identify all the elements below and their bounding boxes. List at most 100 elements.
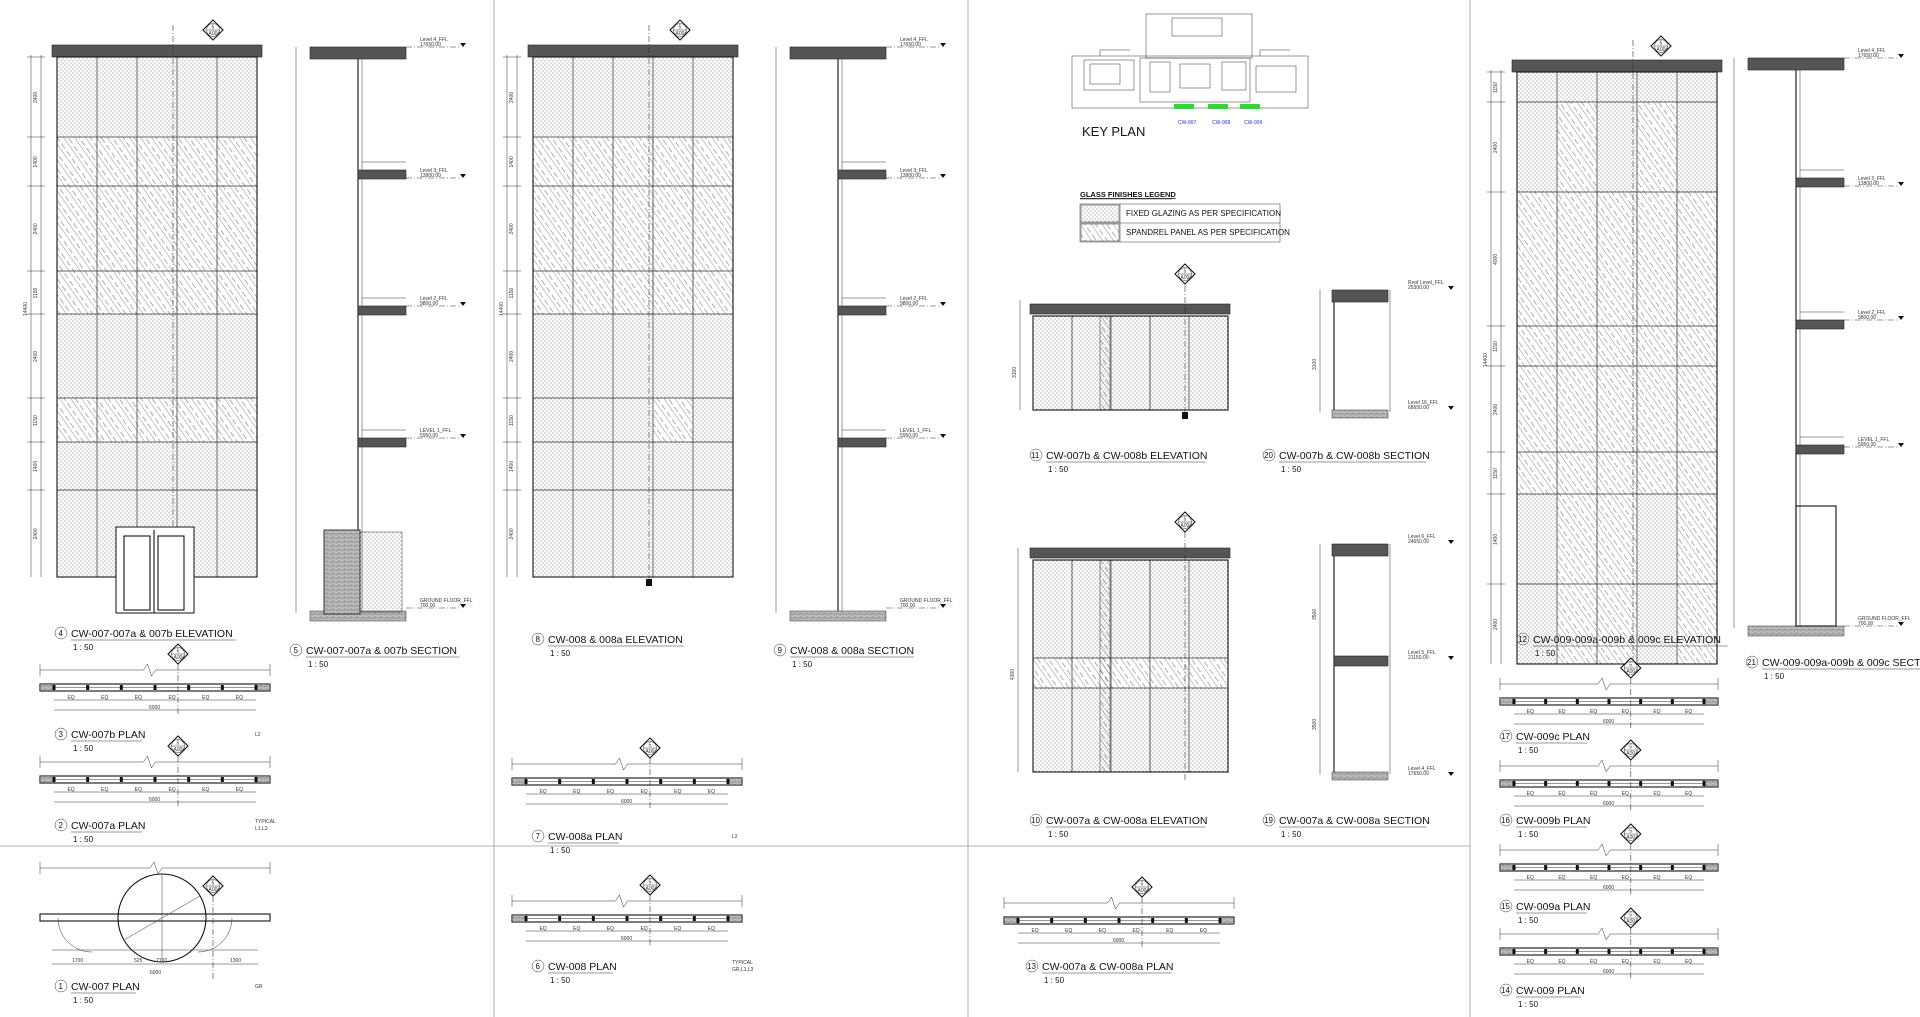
elevation-cw-009: 5A00411502400400011502400115014002400144… [1483,35,1723,673]
level-value: 17650.00 [900,42,921,48]
view-number: 5 [294,646,299,655]
level-value: 9800.00 [420,301,438,307]
plan-column [727,914,743,923]
spandrel-panel [1676,191,1718,327]
view-number: 2 [59,821,64,830]
plan-dim-total: 6000 [621,799,632,805]
glazing-panel [1676,71,1718,103]
callout-ref: 5 [649,743,652,749]
view-number-circle [1025,959,1039,973]
spandrel-panel [96,185,138,272]
level-marker [1898,622,1904,626]
spandrel-panel [1636,101,1678,193]
spandrel-panel [176,397,218,443]
glazing-panel [96,56,138,138]
plan-dim-text: EQ [1622,959,1629,965]
floor-slab [357,169,407,180]
level-marker [460,43,466,47]
level-name: LEVEL 1_FFL [420,428,451,434]
view-scale: 1 : 50 [550,846,571,855]
total-dimension: 14400 [499,302,505,316]
spandrel-panel [1556,325,1598,367]
glazing-panel [1636,493,1678,585]
dimension-text: 1400 [33,156,39,167]
plan-mullion [1670,949,1674,954]
glazing-panel [692,56,734,138]
spandrel-panel [692,136,734,187]
plan-mullion [1050,918,1054,923]
spandrel-panel [176,136,218,187]
glazing-panel [532,441,574,491]
spandrel-panel [56,185,98,272]
plan-dim-text: EQ [674,789,681,795]
plan-column [1703,947,1719,956]
level-name: Level 2_FFL [420,296,448,302]
glazing-panel [136,441,178,491]
view-title: CW-009a PLAN [1516,901,1591,913]
glazing-panel [96,441,138,491]
level-name: LEVEL 1_FFL [1858,437,1889,443]
plan-mullion [1702,781,1706,786]
plan-mullion [119,685,123,690]
spandrel-panel [1556,191,1598,327]
plan-dim-text: EQ [1622,709,1629,715]
floor-slab [1333,655,1389,667]
dimension-text: 3500 [1312,609,1318,620]
view-title: CW-007-007a & 007b ELEVATION [71,628,233,640]
plan-dim-text: EQ [607,926,614,932]
plan-mullion [153,685,157,690]
glazing-panel [136,56,178,138]
plan-mullion [692,916,696,921]
glazing-panel [1596,101,1638,193]
level-value: 68650.00 [1408,405,1429,411]
spandrel-panel [652,136,694,187]
plan-wall [39,913,271,922]
view-note: L2 [732,834,738,840]
view-scale: 1 : 50 [73,996,94,1005]
level-name: Level 6_FFL [1408,534,1436,540]
elevation-outline [1032,315,1229,411]
level-marker [1898,443,1904,447]
level-value: 9800.00 [900,301,918,307]
plan-mullion [1670,699,1674,704]
level-name: GROUND FLOOR_FFL [420,598,473,604]
plan-dim-text: EQ [1590,875,1597,881]
callout-sheet: A004 [209,887,221,893]
spandrel-panel [572,136,614,187]
plan-dim-text: EQ [67,695,74,701]
plan-dim-text: EQ [1527,959,1534,965]
plan-mullion [119,777,123,782]
view-scale: 1 : 50 [1518,916,1539,925]
plan-dim-text: 525 [134,958,143,964]
glazing-panel [612,441,654,491]
roof-slab [309,46,407,60]
level-marker [940,604,946,608]
plan-mullion [1702,699,1706,704]
dimension-text: 2400 [33,351,39,362]
glazing-panel [1636,71,1678,103]
plan-dim-text: EQ [1685,709,1692,715]
level-marker [460,434,466,438]
elevation-outline [532,56,734,578]
plan-dim-text: EQ [1558,959,1565,965]
spandrel-panel [1676,451,1718,495]
glazing-panel [612,313,654,399]
plan-mullion [1218,918,1222,923]
view-title: CW-007a & CW-008a ELEVATION [1046,815,1207,827]
plan-column [1219,916,1235,925]
view-number: 3 [59,730,64,739]
spandrel-panel [1188,657,1229,689]
ground-glazing [359,531,403,613]
view-title: CW-007b & CW-008b SECTION [1279,450,1430,462]
view-number-circle [1499,899,1513,913]
plan-mullion [187,777,191,782]
plan-dim-text: EQ [1653,791,1660,797]
spandrel-panel [1636,325,1678,367]
sheet-frame [0,0,1471,1017]
spandrel-panel [216,185,258,272]
plan-mullion [1575,949,1579,954]
callout-ref: 5 [1660,41,1663,47]
view-note: TYPICAL [255,819,276,825]
